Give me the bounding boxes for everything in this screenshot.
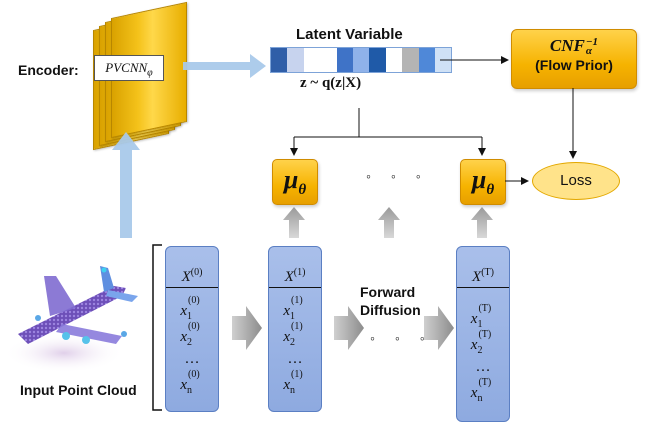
input-bracket [152, 244, 162, 411]
latent-cell [418, 48, 435, 72]
forward-label-2: Diffusion [360, 302, 421, 318]
mu-theta-box-2: μθ [460, 159, 506, 205]
mu-sub: θ [298, 182, 307, 199]
point-ellipsis: … [287, 351, 303, 367]
mu-ellipsis: ◦ ◦ ◦ [366, 168, 429, 184]
prior-sub: α [585, 45, 592, 58]
col-header-sup: (1) [293, 267, 306, 278]
col-header-sup: (0) [190, 267, 203, 278]
latent-cell [320, 48, 337, 72]
point-x1: x1(0) [180, 295, 200, 322]
latent-cell [287, 48, 304, 72]
point-xn: xn(0) [180, 369, 200, 396]
point-xn: xn(1) [283, 369, 303, 396]
encoder-network-sub: φ [147, 67, 153, 79]
col-header-sup: (T) [481, 267, 494, 278]
encoder-network-box: PVCNNφ [94, 55, 164, 81]
point-x2: x2(T) [470, 329, 492, 356]
prior-caption: (Flow Prior) [535, 57, 613, 74]
point-ellipsis: … [184, 351, 200, 367]
prior-name: CNF [549, 36, 585, 55]
encoder-label: Encoder: [18, 62, 79, 78]
mu-symbol: μ [283, 165, 299, 194]
mu-symbol: μ [471, 165, 487, 194]
latent-cell [303, 48, 321, 72]
encoder-network-name: PVCNN [105, 60, 148, 75]
point-x1: x1(1) [283, 295, 303, 322]
airplane-point-cloud [4, 266, 138, 373]
point-column-0: X(0) x1(0) x2(0) … xn(0) [165, 246, 219, 412]
latent-cell [352, 48, 370, 72]
point-x1: x1(T) [470, 303, 492, 330]
prior-sup: −1 [585, 36, 599, 49]
point-x2: x2(1) [283, 321, 303, 348]
diffusion-ellipsis: ◦ ◦ ◦ [370, 330, 433, 346]
mu-sub: θ [486, 182, 495, 199]
loss-label: Loss [560, 172, 592, 189]
latent-title: Latent Variable [296, 26, 403, 43]
latent-cell [402, 48, 419, 72]
loss-ellipse: Loss [532, 162, 620, 200]
point-column-1: X(1) x1(1) x2(1) … xn(1) [268, 246, 322, 412]
light-blue-arrows [112, 54, 266, 238]
col-header-X: X [181, 269, 191, 285]
point-column-T: X(T) x1(T) x2(T) … xn(T) [456, 246, 510, 422]
col-header-X: X [472, 269, 482, 285]
mu-theta-box-1: μθ [272, 159, 318, 205]
latent-cell [369, 48, 386, 72]
point-ellipsis: … [475, 359, 491, 375]
col-header-X: X [284, 269, 294, 285]
latent-cell [271, 48, 288, 72]
point-xn: xn(T) [470, 377, 492, 404]
input-caption: Input Point Cloud [20, 382, 137, 398]
latent-cell [336, 48, 353, 72]
latent-formula: z ~ q(z|X) [300, 75, 362, 91]
latent-cell [385, 48, 403, 72]
point-x2: x2(0) [180, 321, 200, 348]
latent-bar [270, 47, 453, 73]
forward-label-1: Forward [360, 284, 416, 300]
